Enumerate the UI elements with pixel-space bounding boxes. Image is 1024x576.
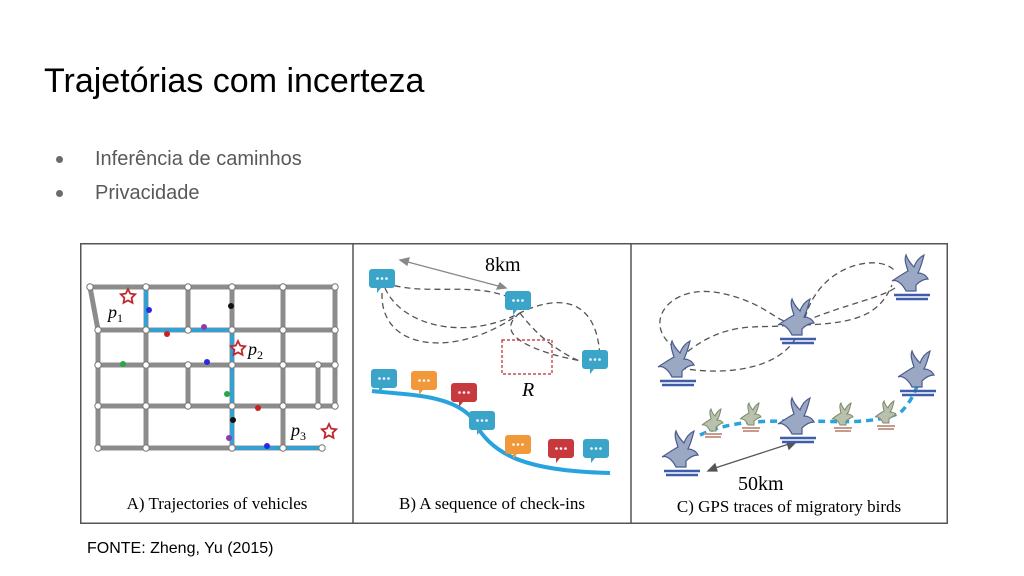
bullet-list: Inferência de caminhos Privacidade [56, 142, 302, 210]
star-icon [118, 286, 339, 440]
panel-a-intersections [86, 283, 339, 452]
bullet-item: Inferência de caminhos [56, 142, 302, 176]
bullet-dot-icon [56, 189, 63, 197]
region-box [501, 339, 553, 375]
panel-a-gps-points [120, 303, 270, 449]
bullet-item: Privacidade [56, 176, 302, 210]
bullet-text: Privacidade [95, 181, 200, 204]
panel-c-caption: C) GPS traces of migratory birds [677, 497, 901, 516]
distance-label-50km: 50km [738, 473, 784, 495]
panel-b-caption: B) A sequence of check-ins [399, 494, 585, 513]
trajectory-figure: p1 p2 p3 A) Trajectories of vehicles 8km… [80, 243, 948, 524]
panel-a-caption: A) Trajectories of vehicles [127, 494, 308, 513]
region-label: R [521, 379, 534, 401]
slide-title: Trajetórias com incerteza [44, 62, 425, 100]
distance-label-8km: 8km [485, 254, 521, 276]
bullet-text: Inferência de caminhos [95, 147, 302, 170]
source-citation: FONTE: Zheng, Yu (2015) [87, 540, 274, 557]
bullet-dot-icon [56, 155, 63, 163]
distance-arrow [398, 257, 508, 290]
